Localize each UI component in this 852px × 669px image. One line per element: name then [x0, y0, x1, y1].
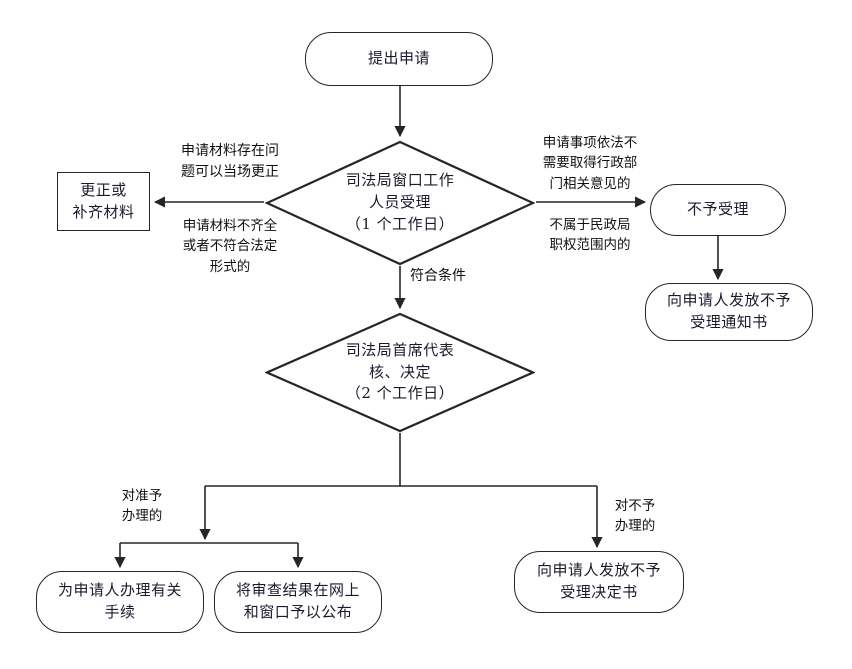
edge-label-correctable: 申请材料存在问 题可以当场更正: [181, 143, 279, 180]
edge-label-no-opinion-needed: 申请事项依法不 需要取得行政部 门相关意见的: [542, 135, 638, 192]
node-apply[interactable]: 提出申请: [305, 32, 493, 86]
node-refuse-decision-label: 向申请人发放不予 受理决定书: [536, 561, 661, 601]
node-handle-procedures-label: 为申请人办理有关 手续: [57, 581, 182, 621]
edge-label-out-of-scope: 不属于民政局 职权范围内的: [549, 217, 631, 254]
node-reject-notice[interactable]: 向申请人发放不予 受理通知书: [645, 283, 813, 341]
edge-label-approved: 对准予 办理的: [121, 488, 163, 525]
node-chief-decision-label: 司法局首席代表 核、决定 （2 个工作日）: [345, 340, 455, 403]
node-publish-result[interactable]: 将审查结果在网上 和窗口予以公布: [214, 571, 382, 633]
node-handle-procedures[interactable]: 为申请人办理有关 手续: [36, 571, 204, 633]
node-window-acceptance-label: 司法局窗口工作 人员受理 （1 个工作日）: [345, 171, 455, 233]
node-reject-label: 不予受理: [686, 200, 749, 219]
diamond-outline-2: [265, 312, 535, 433]
diamond-outline: [265, 140, 535, 266]
node-window-acceptance[interactable]: 司法局窗口工作 人员受理 （1 个工作日）: [265, 140, 535, 266]
node-correct-materials[interactable]: 更正或 补齐材料: [57, 172, 150, 231]
edge-label-incomplete: 申请材料不齐全 或者不符合法定 形式的: [182, 218, 278, 275]
node-refuse-decision[interactable]: 向申请人发放不予 受理决定书: [514, 551, 684, 613]
edge-label-qualified: 符合条件: [410, 268, 466, 284]
node-reject[interactable]: 不予受理: [650, 184, 786, 236]
node-correct-materials-label: 更正或 补齐材料: [72, 180, 135, 221]
node-publish-result-label: 将审查结果在网上 和窗口予以公布: [235, 581, 360, 621]
node-chief-decision[interactable]: 司法局首席代表 核、决定 （2 个工作日）: [265, 312, 535, 433]
edge-label-not-approved: 对不予 办理的: [614, 498, 656, 535]
node-reject-notice-label: 向申请人发放不予 受理通知书: [666, 291, 791, 331]
node-apply-label: 提出申请: [367, 49, 430, 68]
